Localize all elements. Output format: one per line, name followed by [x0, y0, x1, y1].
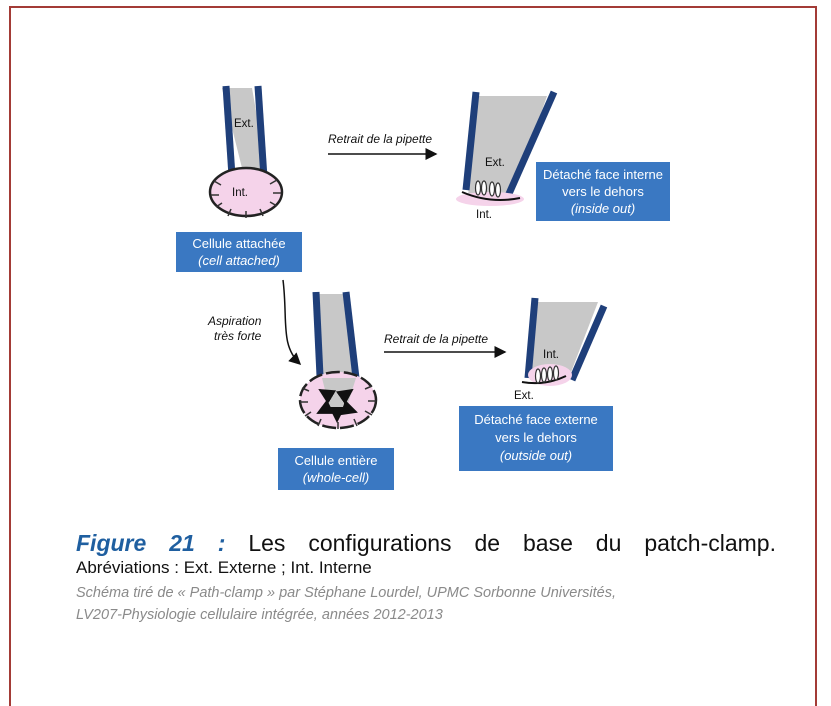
- outside-out-box: [459, 406, 613, 471]
- pipette-wall-left: [222, 85, 236, 177]
- curved-arrow: [282, 279, 302, 366]
- cell-attached-panel: Ext. Int. Cellule attachée (cell attache…: [176, 85, 302, 272]
- pipette-fill: [222, 88, 268, 180]
- caption-source-line1: Schéma tiré de « Path-clamp » par Stépha…: [76, 585, 617, 601]
- whole-cell-box-line2: (whole-cell): [303, 470, 369, 485]
- whole-cell-panel: Cellule entière (whole-cell): [278, 291, 394, 490]
- cell-attached-box-line1: Cellule attachée: [192, 236, 285, 251]
- pipette-wall-right: [254, 85, 268, 179]
- pipette-fill: [530, 302, 598, 380]
- ext-label: Ext.: [234, 118, 254, 130]
- cell-attached-box: [176, 232, 302, 272]
- caption-source-line2: LV207-Physiologie cellulaire intégrée, a…: [76, 607, 443, 623]
- membrane-channels: [534, 365, 560, 384]
- membrane-channels: [474, 180, 502, 198]
- retrait-label-bottom: Retrait de la pipette: [384, 332, 488, 346]
- aspiration-arrow: Aspiration très forte: [207, 279, 302, 366]
- membrane-channels: [211, 179, 281, 218]
- int-label: Int.: [476, 209, 492, 221]
- pipette-fill: [468, 96, 547, 196]
- caption-abbreviations: Abréviations : Ext. Externe ; Int. Inter…: [76, 558, 372, 577]
- retrait-label-top: Retrait de la pipette: [328, 132, 432, 146]
- inside-out-box: [536, 162, 670, 221]
- figure-frame: [9, 6, 817, 706]
- outside-out-panel: Int. Ext. Détaché face externe vers le d…: [459, 297, 613, 471]
- outside-out-box-line3: (outside out): [500, 448, 572, 463]
- patch-clamp-diagram: Ext. Int. Cellule attachée (cell attache…: [176, 85, 670, 490]
- caption-title: Les configurations de base du patch-clam…: [248, 530, 776, 556]
- pipette-wall-right: [504, 90, 558, 198]
- retrait-arrow-top: Retrait de la pipette: [328, 132, 438, 160]
- caption-source: Schéma tiré de « Path-clamp » par Stépha…: [76, 582, 776, 626]
- pipette-wall-left: [462, 91, 480, 191]
- flow-arrows: [316, 388, 358, 423]
- outside-out-box-line1: Détaché face externe: [474, 412, 598, 427]
- int-label: Int.: [543, 349, 559, 361]
- figure-label: Figure 21 :: [76, 530, 226, 556]
- pipette-wall-left: [524, 297, 539, 379]
- inside-out-box-line3: (inside out): [571, 201, 635, 216]
- caption-title-line: Figure 21 : Les configurations de base d…: [76, 530, 776, 556]
- pipette-wall-left: [312, 291, 324, 377]
- int-label: Int.: [232, 187, 248, 199]
- pipette-wall-right: [342, 291, 360, 379]
- retrait-arrow-bottom: Retrait de la pipette: [384, 332, 507, 358]
- outside-out-box-line2: vers le dehors: [495, 430, 577, 445]
- aspiration-label-1: Aspiration: [207, 314, 262, 328]
- ext-label: Ext.: [485, 157, 505, 169]
- inside-out-box-line1: Détaché face interne: [543, 167, 663, 182]
- membrane-channels: [300, 385, 376, 429]
- ext-label: Ext.: [514, 390, 534, 402]
- whole-cell-box-line1: Cellule entière: [294, 453, 377, 468]
- cell-attached-box-line2: (cell attached): [198, 253, 280, 268]
- inside-out-panel: Ext. Int. Détaché face interne vers le d…: [456, 90, 670, 221]
- figure-caption: Figure 21 : Les configurations de base d…: [76, 530, 776, 626]
- aspiration-label-2: très forte: [214, 329, 262, 343]
- pipette-wall-right: [568, 304, 608, 382]
- membrane-line: [461, 191, 521, 201]
- whole-cell-box: [278, 448, 394, 490]
- inside-out-box-line2: vers le dehors: [562, 184, 644, 199]
